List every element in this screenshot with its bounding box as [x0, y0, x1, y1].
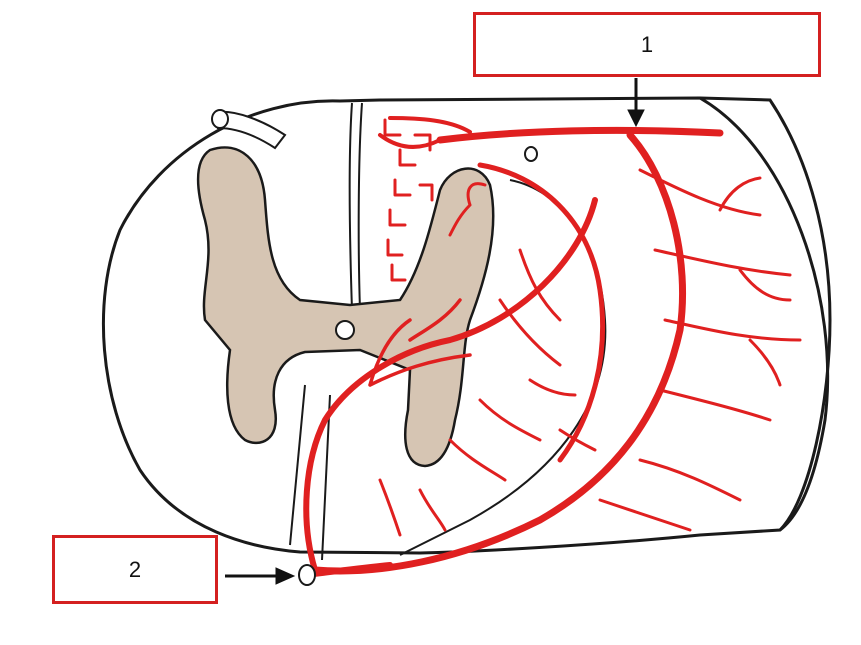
dorsal-root-stub: [217, 110, 287, 150]
small-root-end: [524, 146, 538, 162]
arrow-2-head: [275, 567, 296, 585]
pointer-arrows: [225, 78, 645, 585]
label-2-text: 2: [128, 556, 142, 582]
ventral-root-line: [289, 384, 331, 561]
arrow-1-head: [627, 109, 645, 128]
radial-branches-right: [598, 168, 802, 532]
ventral-loop: [303, 197, 598, 573]
vessel-network: [302, 116, 802, 578]
central-canal: [335, 320, 355, 340]
ventral-root-end: [298, 564, 316, 586]
sulcal-branch-2: [448, 182, 487, 237]
label-box-1: 1: [473, 12, 821, 77]
lateral-loop: [477, 162, 606, 463]
label-box-2: 2: [52, 535, 218, 604]
right-boundary: [699, 96, 830, 532]
median-fissure: [348, 102, 363, 311]
grey-matter: [196, 146, 495, 468]
ventral-trunk: [311, 131, 686, 575]
sulcal-branch-1: [368, 298, 472, 387]
dorsal-root-stub-end: [211, 109, 229, 129]
dorsal-penetrating-branches: [383, 118, 434, 282]
posterior-vessel-branch: [378, 116, 472, 149]
label-1-text: 1: [640, 31, 654, 57]
posterior-vessel-main: [436, 126, 724, 144]
radial-branches-interior: [378, 248, 597, 537]
